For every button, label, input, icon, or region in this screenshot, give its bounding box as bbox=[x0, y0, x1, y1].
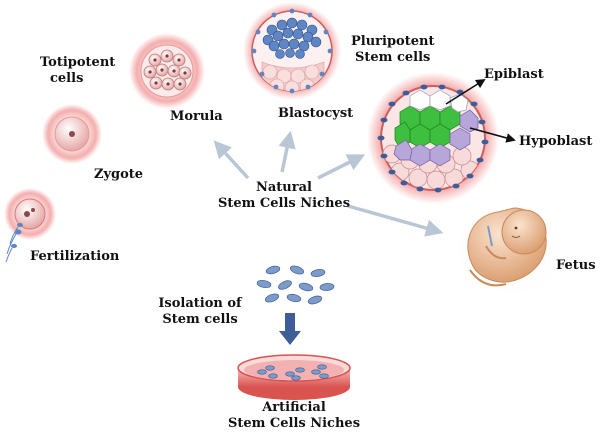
fetus-label: Fetus bbox=[556, 258, 596, 273]
fetus-illustration bbox=[450, 200, 570, 300]
petri-dish-illustration bbox=[237, 354, 351, 400]
arrow-to-blastocyst bbox=[278, 130, 296, 173]
zygote-illustration bbox=[42, 104, 102, 164]
isolated-cells-illustration bbox=[256, 265, 335, 305]
arrow-to-fetus bbox=[347, 204, 444, 237]
sperm-icon bbox=[5, 222, 23, 263]
blastocyst-illustration bbox=[243, 2, 341, 100]
morula-illustration bbox=[129, 33, 205, 109]
fertilization-illustration bbox=[4, 188, 56, 263]
arrow-to-morula bbox=[213, 140, 250, 180]
blastocyst-detail-illustration bbox=[367, 72, 516, 204]
down-arrow-icon bbox=[279, 313, 301, 345]
natural-niches-label: Natural Stem Cells Niches bbox=[217, 180, 351, 211]
fertilization-label: Fertilization bbox=[30, 249, 120, 264]
zygote-label: Zygote bbox=[94, 167, 144, 182]
morula-label: Morula bbox=[170, 109, 223, 124]
hypoblast-label: Hypoblast bbox=[519, 134, 593, 149]
pluripotent-label: Pluripotent Stem cells bbox=[351, 34, 435, 65]
hypoblast-pointer bbox=[469, 127, 516, 143]
blastocyst-label: Blastocyst bbox=[278, 106, 354, 121]
epiblast-pointer bbox=[445, 78, 486, 105]
arrow-to-blastocyst-detail bbox=[317, 154, 366, 180]
artificial-niches-label: Artificial Stem Cells Niches bbox=[227, 400, 361, 431]
isolation-label: Isolation of Stem cells bbox=[158, 296, 242, 327]
totipotent-label: Totipotent cells bbox=[40, 55, 116, 86]
radiating-arrows bbox=[213, 130, 444, 237]
epiblast-label: Epiblast bbox=[484, 67, 544, 82]
